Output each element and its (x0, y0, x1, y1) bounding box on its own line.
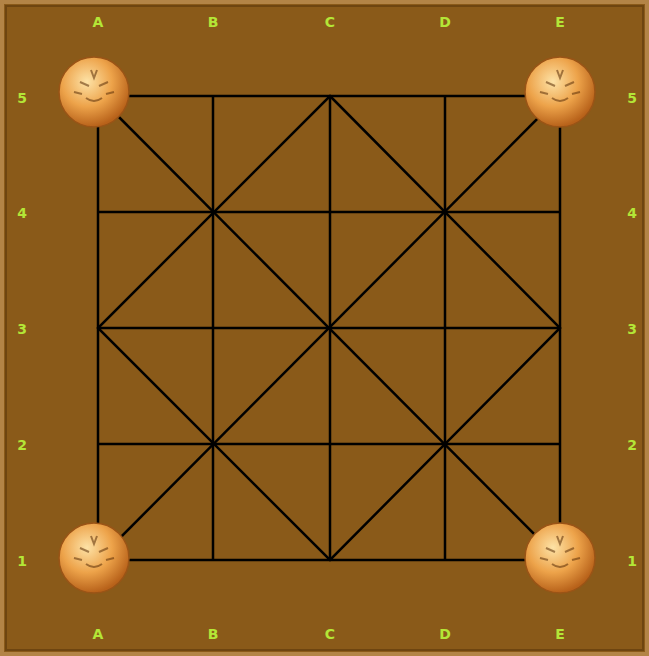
rank-label: 3 (627, 322, 637, 336)
board-bevel-shadow (6, 6, 643, 650)
file-label: A (93, 627, 104, 641)
file-label: E (555, 627, 565, 641)
tiger-face (540, 70, 580, 101)
file-label: C (325, 15, 335, 29)
tiger-face (540, 536, 580, 567)
grid-line (98, 211, 560, 214)
file-label: A (93, 15, 104, 29)
tiger-piece (525, 57, 595, 127)
rank-label: 5 (627, 91, 637, 105)
grid-line (98, 443, 560, 446)
tiger-pieces (59, 57, 595, 593)
tiger-disc (59, 57, 129, 127)
rank-label: 3 (17, 322, 27, 336)
rank-label: 5 (17, 91, 27, 105)
tiger-face (74, 70, 114, 101)
rank-label: 1 (627, 554, 637, 568)
file-label: D (439, 627, 451, 641)
diagonal-line (98, 96, 560, 560)
tiger-disc (525, 57, 595, 127)
file-label: E (555, 15, 565, 29)
rank-label: 2 (627, 438, 637, 452)
rank-label: 4 (627, 206, 637, 220)
tiger-disc (525, 523, 595, 593)
file-label: B (208, 15, 219, 29)
rank-label: 1 (17, 554, 27, 568)
tiger-face (74, 536, 114, 567)
tiger-piece (59, 523, 129, 593)
grid-border (98, 96, 560, 560)
diamond-lines (98, 96, 560, 560)
file-label: D (439, 15, 451, 29)
file-label: C (325, 627, 335, 641)
grid-lines (98, 96, 560, 560)
diagonal-line (98, 96, 560, 560)
tiger-disc (59, 523, 129, 593)
rank-label: 4 (17, 206, 27, 220)
rank-label: 2 (17, 438, 27, 452)
tiger-piece (525, 523, 595, 593)
file-label: B (208, 627, 219, 641)
tiger-piece (59, 57, 129, 127)
